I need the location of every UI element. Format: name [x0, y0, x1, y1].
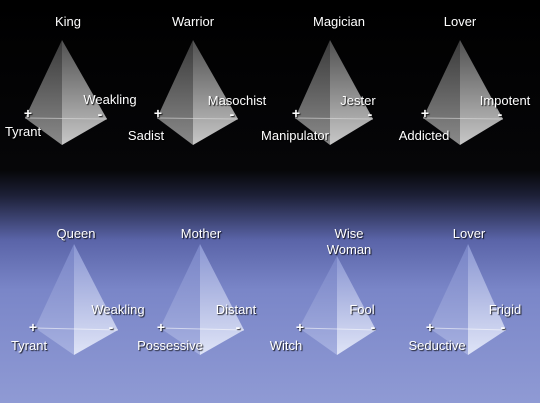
archetype-title: Lover: [443, 14, 477, 29]
shadow-passive-label: Frigid: [488, 302, 522, 317]
archetype-title: Warrior: [171, 14, 215, 29]
pyramid-lover-bottom: [428, 244, 507, 355]
plus-sign: +: [425, 319, 435, 335]
plus-sign: +: [156, 319, 166, 335]
pyramid-queen: [34, 244, 119, 355]
shadow-active-label: Sadist: [127, 128, 165, 143]
pyramid-mother: [159, 244, 245, 355]
shadow-passive-label: Weakling: [91, 302, 145, 317]
pyramid-wise-woman: [298, 256, 377, 355]
shadow-active-label: Manipulator: [261, 128, 329, 143]
minus-sign: -: [367, 106, 373, 122]
archetype-title: Lover: [452, 226, 486, 241]
plus-sign: +: [28, 319, 38, 335]
shadow-passive-label: Masochist: [207, 93, 267, 108]
plus-sign: +: [291, 105, 301, 121]
shadow-passive-label: Fool: [349, 302, 375, 317]
plus-sign: +: [153, 105, 163, 121]
minus-sign: -: [370, 319, 376, 335]
shadow-passive-label: Distant: [215, 302, 257, 317]
archetype-title: Magician: [312, 14, 366, 29]
pyramid-warrior: [156, 40, 239, 145]
archetype-title: King: [54, 14, 82, 29]
shadow-active-label: Tyrant: [10, 338, 48, 353]
archetype-title-line2: Woman: [326, 242, 372, 257]
shadow-active-label: Possessive: [137, 338, 203, 353]
archetype-title: Wise: [334, 226, 364, 241]
plus-sign: +: [23, 105, 33, 121]
shadow-active-label: Witch: [269, 338, 303, 353]
shadow-active-label: Tyrant: [4, 124, 42, 139]
pyramid-magician: [294, 40, 374, 145]
archetype-title: Mother: [180, 226, 222, 241]
minus-sign: -: [235, 319, 241, 335]
pyramid-lover-top: [422, 40, 504, 145]
minus-sign: -: [108, 319, 114, 335]
shadow-active-label: Addicted: [398, 128, 450, 143]
archetype-title: Queen: [56, 226, 96, 241]
plus-sign: +: [295, 319, 305, 335]
minus-sign: -: [497, 106, 503, 122]
shadow-active-label: Seductive: [408, 338, 466, 353]
shadow-passive-label: Impotent: [479, 93, 531, 108]
minus-sign: -: [97, 106, 103, 122]
shadow-passive-label: Weakling: [83, 92, 137, 107]
minus-sign: -: [500, 319, 506, 335]
minus-sign: -: [229, 106, 235, 122]
plus-sign: +: [420, 105, 430, 121]
pyramid-king: [24, 40, 108, 145]
shadow-passive-label: Jester: [340, 93, 376, 108]
